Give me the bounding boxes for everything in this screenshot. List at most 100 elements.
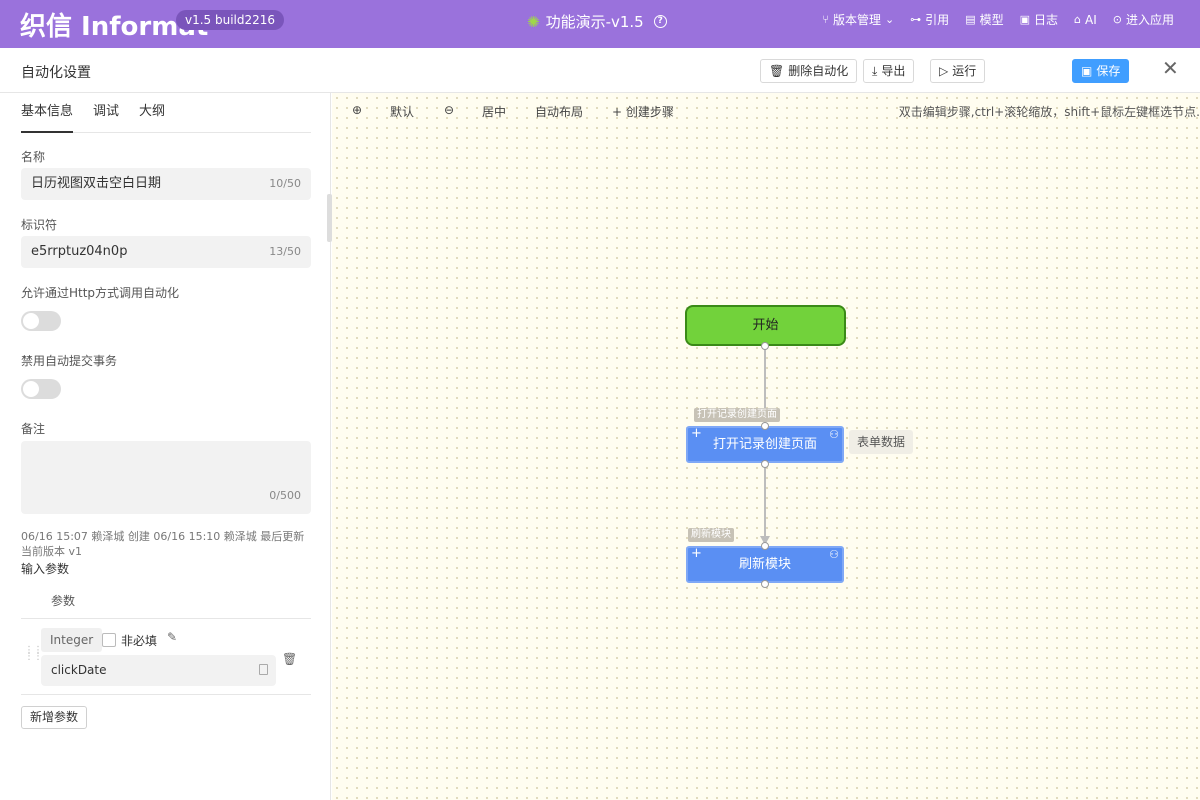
- http-call-toggle[interactable]: [21, 311, 61, 331]
- connector-port[interactable]: [761, 580, 769, 588]
- add-icon[interactable]: +: [691, 426, 702, 441]
- delete-label: 删除自动化: [788, 64, 849, 78]
- delete-param-icon[interactable]: 🗑: [282, 652, 298, 666]
- help-icon[interactable]: ?: [653, 15, 667, 28]
- add-icon[interactable]: +: [691, 546, 702, 561]
- name-value: 日历视图双击空白日期: [31, 176, 162, 191]
- add-param-button[interactable]: 新增参数: [21, 706, 88, 729]
- settings-panel: 基本信息 调试 大纲 名称 日历视图双击空白日期 10/50 标识符 e5rrp…: [0, 93, 331, 800]
- identifier-count: 13/50: [269, 245, 301, 258]
- disable-auto-commit-toggle[interactable]: [21, 379, 61, 399]
- step-label: 打开记录创建页面: [712, 437, 817, 452]
- step-node-open-record[interactable]: + 打开记录创建页面 ⚇: [686, 426, 844, 463]
- start-node[interactable]: 开始: [685, 305, 846, 346]
- edit-icon[interactable]: ✎: [167, 630, 178, 644]
- chevron-down-icon: ⌄: [884, 13, 895, 26]
- top-nav: ⑂ 版本管理 ⌄ ⊶ 引用 ▤ 模型 ▣ 日志 ⌂ AI ⊙ 进入应用: [822, 11, 1174, 28]
- connector-port[interactable]: [761, 422, 769, 430]
- param-row: ⋮⋮⋮⋮ Integer 非必填 ✎ clickDate 🗑: [21, 620, 311, 695]
- trash-icon: 🗑: [769, 64, 785, 78]
- nav-ai[interactable]: ⌂ AI: [1074, 11, 1097, 28]
- meta-created-updated: 06/16 15:07 赖泽城 创建 06/16 15:10 赖泽城 最后更新: [21, 530, 305, 543]
- panel-title: 自动化设置: [21, 65, 91, 81]
- log-icon: ▣: [1019, 13, 1031, 26]
- tab-basic-info[interactable]: 基本信息: [21, 103, 74, 133]
- close-icon[interactable]: ✕: [1162, 56, 1179, 80]
- nav-label: 引用: [925, 13, 950, 27]
- user-icon[interactable]: ⚇: [829, 548, 839, 561]
- save-label: 保存: [1096, 64, 1121, 78]
- drag-handle-icon[interactable]: ⋮⋮⋮⋮: [24, 645, 43, 662]
- tab-outline[interactable]: 大纲: [139, 104, 166, 119]
- meta-info: 06/16 15:07 赖泽城 创建 06/16 15:10 赖泽城 最后更新 …: [21, 529, 304, 559]
- app-title[interactable]: ✺ 功能演示-v1.5 ?: [527, 11, 667, 32]
- reference-icon: ⊶: [910, 13, 922, 26]
- param-name-input[interactable]: clickDate: [41, 655, 276, 686]
- export-icon: ⤓: [872, 64, 878, 78]
- user-icon[interactable]: ⚇: [829, 428, 839, 441]
- nav-model[interactable]: ▤ 模型: [965, 11, 1003, 28]
- name-count: 10/50: [269, 177, 301, 190]
- settings-tabs: 基本信息 调试 大纲: [21, 103, 311, 133]
- http-call-label: 允许通过Http方式调用自动化: [21, 286, 180, 300]
- toggle-knob: [23, 381, 39, 397]
- identifier-value: e5rrptuz04n0p: [31, 244, 128, 259]
- play-icon: ▷: [939, 64, 949, 78]
- nav-log[interactable]: ▣ 日志: [1020, 11, 1058, 28]
- arrow-head-icon: [760, 536, 770, 545]
- save-button[interactable]: ▣保存: [1072, 59, 1130, 83]
- connector-port[interactable]: [761, 542, 769, 550]
- flow-edge: [764, 346, 766, 426]
- toggle-knob: [23, 313, 39, 329]
- center-button[interactable]: 居中: [482, 105, 507, 119]
- optional-label: 非必填: [121, 634, 158, 648]
- input-params-label: 输入参数: [21, 562, 70, 576]
- panel-resize-handle[interactable]: [327, 194, 332, 242]
- document-icon[interactable]: [259, 664, 268, 675]
- note-textarea[interactable]: 0/500: [21, 441, 311, 514]
- export-label: 导出: [881, 64, 906, 78]
- name-input[interactable]: 日历视图双击空白日期 10/50: [21, 168, 311, 200]
- flow-edge: [764, 465, 766, 539]
- nav-label: 进入应用: [1125, 13, 1174, 27]
- version-badge: v1.5 build2216: [176, 10, 285, 30]
- step-type-tag: 打开记录创建页面: [694, 408, 780, 422]
- tab-debug[interactable]: 调试: [93, 104, 120, 119]
- nav-reference[interactable]: ⊶ 引用: [910, 11, 949, 28]
- zoom-default-button[interactable]: 默认: [390, 105, 415, 119]
- connector-port[interactable]: [761, 460, 769, 468]
- nav-version-management[interactable]: ⑂ 版本管理 ⌄: [822, 11, 894, 28]
- run-label: 运行: [952, 64, 977, 78]
- model-icon: ▤: [965, 13, 976, 26]
- meta-current-version: 当前版本 v1: [21, 545, 83, 558]
- run-button[interactable]: ▷运行: [930, 59, 986, 83]
- disable-auto-commit-label: 禁用自动提交事务: [21, 354, 118, 368]
- export-button[interactable]: ⤓导出: [863, 59, 915, 83]
- flow-canvas[interactable]: ⊕ 默认 ⊖ 居中 自动布局 + 创建步骤 双击编辑步骤,ctrl+滚轮缩放，s…: [332, 93, 1200, 800]
- step-type-tag: 刷新模块: [688, 528, 734, 542]
- param-type-select[interactable]: Integer: [41, 628, 103, 652]
- top-bar: 织信 Informat v1.5 build2216 ✺ 功能演示-v1.5 ?…: [0, 0, 1200, 48]
- nav-label: AI: [1085, 12, 1097, 27]
- zoom-out-icon[interactable]: ⊖: [444, 103, 455, 117]
- step-label: 刷新模块: [738, 557, 791, 572]
- identifier-input[interactable]: e5rrptuz04n0p 13/50: [21, 236, 311, 268]
- ai-icon: ⌂: [1074, 13, 1082, 26]
- note-label: 备注: [21, 422, 46, 436]
- param-name-value: clickDate: [51, 663, 107, 677]
- form-data-tag: 表单数据: [849, 430, 914, 454]
- identifier-label: 标识符: [21, 218, 58, 232]
- optional-checkbox[interactable]: [102, 633, 116, 647]
- zoom-in-icon[interactable]: ⊕: [352, 103, 363, 117]
- save-icon: ▣: [1081, 64, 1093, 78]
- delete-automation-button[interactable]: 🗑删除自动化: [760, 59, 858, 83]
- branch-icon: ⑂: [822, 13, 829, 26]
- panel-header: 自动化设置 🗑删除自动化 ⤓导出 ▷运行 ▣保存: [0, 48, 1200, 93]
- nav-enter-app[interactable]: ⊙ 进入应用: [1113, 11, 1174, 28]
- auto-layout-button[interactable]: 自动布局: [535, 105, 584, 119]
- note-count: 0/500: [269, 489, 301, 502]
- create-step-button[interactable]: + 创建步骤: [612, 105, 674, 119]
- step-node-refresh-module[interactable]: + 刷新模块 ⚇: [686, 546, 844, 583]
- connector-port[interactable]: [761, 342, 769, 350]
- nav-label: 模型: [979, 13, 1004, 27]
